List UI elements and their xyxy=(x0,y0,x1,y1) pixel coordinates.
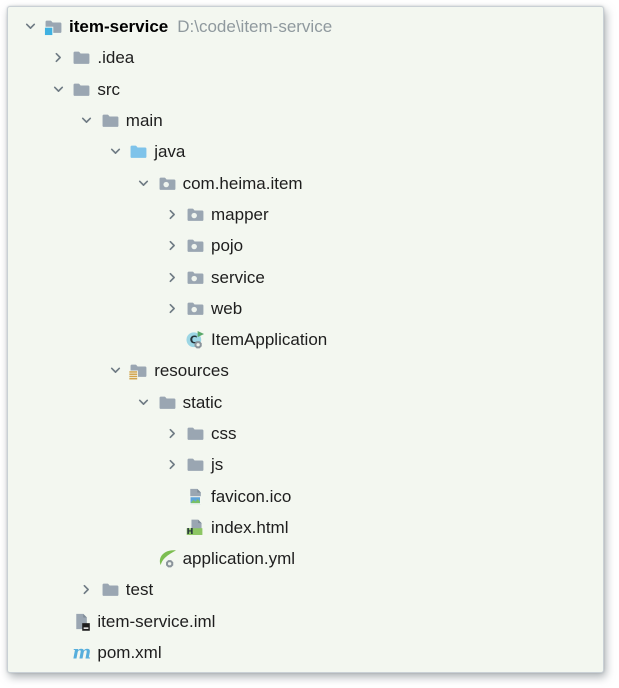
folder-icon xyxy=(101,111,120,130)
resources-folder-icon xyxy=(129,361,148,381)
tree-row-test[interactable]: test xyxy=(8,574,603,605)
tree-row-label: mapper xyxy=(211,204,269,224)
module-file-icon xyxy=(72,612,91,631)
tree-row-label: test xyxy=(125,580,154,600)
tree-row-label: application.yml xyxy=(182,549,296,569)
tree-row-label: static xyxy=(182,392,223,412)
sources-folder-icon xyxy=(129,142,148,161)
chevron-right-icon[interactable] xyxy=(48,48,68,68)
folder-icon xyxy=(72,48,91,67)
folder-icon xyxy=(186,455,205,474)
tree-row-java[interactable]: java xyxy=(8,136,603,167)
tree-row-label: pojo xyxy=(211,236,244,256)
tree-row-label: css xyxy=(211,424,237,443)
tree-row-label: item-service.iml xyxy=(97,611,216,631)
tree-row-label: pom.xml xyxy=(97,643,162,663)
folder-icon xyxy=(72,80,91,99)
tree-row-com.heima.item[interactable]: com.heima.item xyxy=(8,167,603,198)
chevron-down-icon[interactable] xyxy=(105,142,125,162)
chevron-right-icon[interactable] xyxy=(162,204,182,224)
tree-row-css[interactable]: css xyxy=(8,418,603,449)
chevron-right-icon[interactable] xyxy=(77,580,97,600)
java-class-run-icon: C xyxy=(186,330,205,349)
package-icon xyxy=(186,236,205,255)
tree-row-main[interactable]: main xyxy=(8,105,603,136)
tree-row-ItemApplication[interactable]: C ItemApplication xyxy=(8,324,603,355)
chevron-down-icon[interactable] xyxy=(20,17,40,37)
tree-row-resources[interactable]: resources xyxy=(8,355,603,386)
chevron-down-icon[interactable] xyxy=(134,392,154,412)
tree-row-static[interactable]: static xyxy=(8,387,603,418)
tree-row-pojo[interactable]: pojo xyxy=(8,230,603,261)
chevron-right-icon[interactable] xyxy=(162,424,182,444)
tree-row-annotation: D:\code\item-service xyxy=(177,16,333,36)
tree-row-label: ItemApplication xyxy=(211,330,328,350)
tree-row-mapper[interactable]: mapper xyxy=(8,199,603,230)
tree-row-item-service.iml[interactable]: item-service.iml xyxy=(8,606,603,637)
folder-icon xyxy=(158,393,177,412)
tree-row-label: java xyxy=(154,142,186,162)
package-icon xyxy=(186,299,205,318)
package-icon xyxy=(186,268,205,287)
package-icon xyxy=(158,174,177,193)
html-file-icon: H xyxy=(186,518,205,537)
tree-row-pom.xml[interactable]: m pom.xml xyxy=(8,637,603,668)
tree-row-label: main xyxy=(125,111,163,131)
svg-text:C: C xyxy=(190,334,198,346)
tree-row-.idea[interactable]: .idea xyxy=(8,42,603,73)
maven-file-icon: m xyxy=(72,643,92,662)
tree-row-favicon.ico[interactable]: favicon.ico xyxy=(8,480,603,511)
tree-row-src[interactable]: src xyxy=(8,74,603,105)
tree-row-label: favicon.ico xyxy=(211,486,292,506)
svg-text:m: m xyxy=(73,643,92,662)
tree-row-label: service xyxy=(211,267,265,287)
tree-row-index.html[interactable]: H index.html xyxy=(8,512,603,543)
chevron-down-icon[interactable] xyxy=(105,361,125,381)
folder-icon xyxy=(186,424,205,443)
folder-icon xyxy=(101,580,120,599)
tree-row-application.yml[interactable]: application.yml xyxy=(8,543,603,574)
tree-row-label: web xyxy=(211,298,243,318)
image-file-icon xyxy=(186,487,205,506)
tree-row-js[interactable]: js xyxy=(8,449,603,480)
tree-row-label: resources xyxy=(154,361,229,381)
project-folder-icon xyxy=(44,17,63,37)
chevron-right-icon[interactable] xyxy=(162,236,182,256)
tree-row-label: .idea xyxy=(97,48,135,68)
project-tree-panel: item-service D:\code\item-service .idea … xyxy=(7,6,604,673)
chevron-right-icon[interactable] xyxy=(162,267,182,287)
tree-row-item-service[interactable]: item-service D:\code\item-service xyxy=(8,11,603,42)
chevron-right-icon[interactable] xyxy=(162,298,182,318)
tree-row-web[interactable]: web xyxy=(8,293,603,324)
tree-row-service[interactable]: service xyxy=(8,261,603,292)
package-icon xyxy=(186,205,205,224)
tree-row-label: js xyxy=(211,455,224,475)
tree-row-label: index.html xyxy=(211,517,289,537)
chevron-down-icon[interactable] xyxy=(134,173,154,193)
spring-config-icon xyxy=(158,549,177,568)
chevron-right-icon[interactable] xyxy=(162,455,182,475)
project-tree: item-service D:\code\item-service .idea … xyxy=(8,11,603,668)
svg-text:H: H xyxy=(187,527,194,536)
tree-row-label: item-service xyxy=(69,17,169,37)
tree-row-label: com.heima.item xyxy=(182,173,303,193)
chevron-down-icon[interactable] xyxy=(77,111,97,131)
chevron-down-icon[interactable] xyxy=(48,79,68,99)
tree-row-label: src xyxy=(97,79,121,99)
